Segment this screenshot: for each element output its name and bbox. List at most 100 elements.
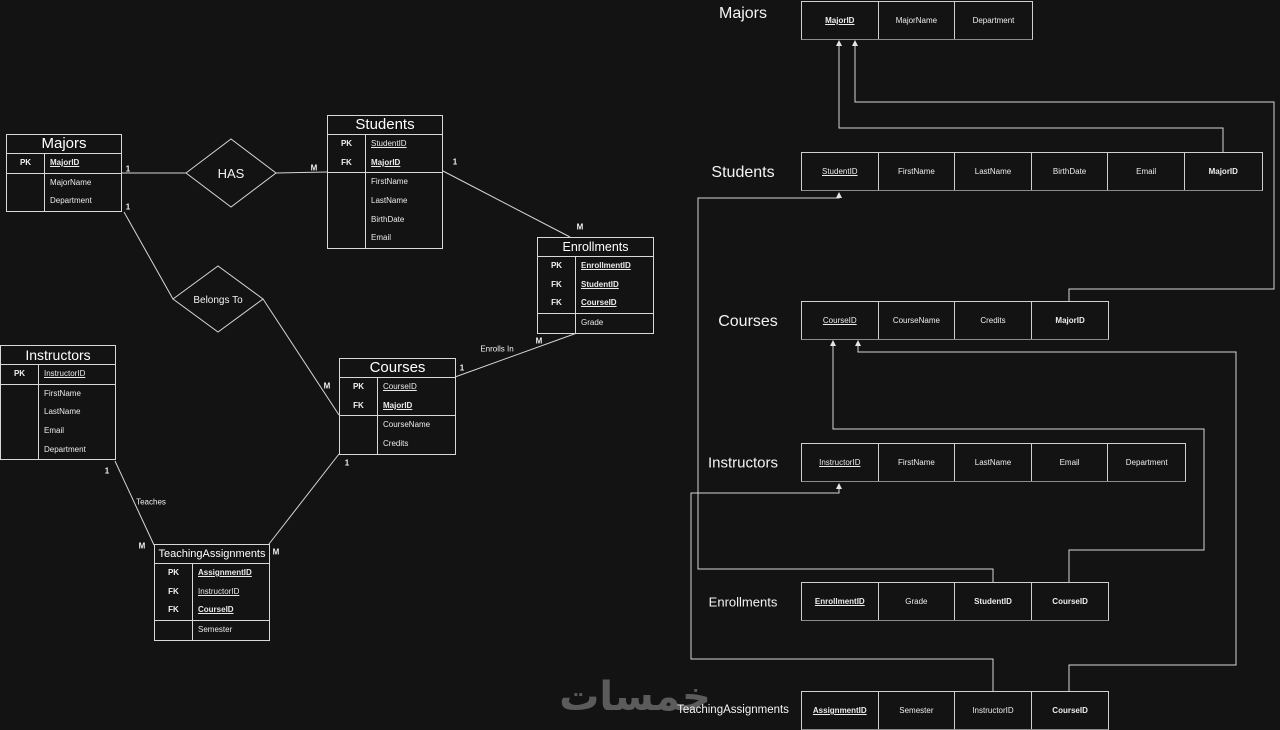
key-row: PK StudentID	[328, 135, 442, 154]
key-row: PK InstructorID	[1, 365, 115, 384]
key-type: FK	[155, 601, 193, 621]
schema-column: StudentID	[802, 153, 879, 190]
schema-column: AssignmentID	[802, 692, 879, 729]
attribute: MajorName	[50, 177, 92, 187]
arrowhead-icon	[836, 192, 842, 198]
schema-column: StudentID	[955, 583, 1032, 620]
schema-column: CourseID	[802, 302, 879, 339]
attribute: BirthDate	[371, 214, 405, 224]
schema-table-label: TeachingAssignments	[677, 704, 789, 716]
schema-column: Credits	[955, 302, 1032, 339]
cardinality-label: 1	[125, 202, 131, 212]
attribute: FirstName	[44, 388, 81, 398]
schema-column: Department	[1125, 458, 1168, 467]
er-line-belongsto-courses	[262, 298, 340, 416]
schema-column: Semester	[879, 692, 956, 729]
arrowhead-icon	[855, 340, 861, 346]
er-line-majors-belongsto	[123, 211, 174, 300]
fk-connector-enrollments-studentid	[697, 195, 994, 582]
schema-column: Grade	[879, 583, 956, 620]
key-row: PK MajorID	[7, 154, 121, 173]
attribute-row: BirthDate	[328, 210, 442, 230]
key-section: PK InstructorID	[1, 365, 115, 384]
key-type: PK	[328, 135, 366, 154]
key-section: PK CourseID FK MajorID	[340, 378, 455, 416]
key-attribute: CourseID	[198, 605, 234, 615]
schema-column: MajorID	[802, 2, 879, 39]
attribute-row: Semester	[155, 621, 269, 640]
er-entity-courses: Courses PK CourseID FK MajorID CourseNam…	[339, 358, 456, 455]
attribute-row: Department	[7, 192, 121, 212]
schema-column: Email	[1108, 153, 1185, 190]
er-line-instructors-teachingassignments	[114, 460, 155, 546]
fk-connector-enrollments-courseid	[832, 343, 1205, 582]
key-row: FK StudentID	[538, 275, 653, 295]
schema-column: CourseName	[879, 302, 956, 339]
entity-title: TeachingAssignments	[155, 545, 269, 564]
cardinality-label: M	[323, 381, 331, 391]
schema-table-label: Majors	[718, 5, 768, 22]
er-entity-instructors: Instructors PK InstructorID FirstName La…	[0, 345, 116, 461]
key-attribute: MajorID	[50, 158, 80, 167]
schema-column: MajorName	[879, 2, 956, 39]
er-line-has-students	[275, 171, 328, 174]
key-row: FK MajorID	[340, 396, 455, 416]
attribute-row: FirstName	[328, 173, 442, 193]
schema-column: LastName	[955, 444, 1032, 481]
relationship-belongs-to-label: Belongs To	[193, 295, 243, 306]
key-type: FK	[155, 582, 193, 602]
key-type: PK	[155, 564, 193, 583]
schema-column: InstructorID	[802, 444, 879, 481]
schema-column: FirstName	[879, 444, 956, 481]
key-attribute: AssignmentID	[198, 568, 252, 577]
arrowhead-icon	[852, 40, 858, 46]
attribute: Email	[371, 233, 392, 243]
key-row: FK MajorID	[328, 153, 442, 173]
key-row: PK AssignmentID	[155, 564, 269, 583]
er-entity-teachingassignments: TeachingAssignments PK AssignmentID FK I…	[154, 544, 270, 641]
schema-column: Department	[972, 16, 1015, 25]
attribute-row: Grade	[538, 314, 653, 333]
arrowhead-icon	[836, 40, 842, 46]
schema-column: Email	[1032, 444, 1109, 481]
attribute-row: Email	[1, 422, 115, 441]
schema-table-label: Instructors	[707, 454, 779, 472]
cardinality-label: M	[535, 336, 543, 346]
er-entity-students: Students PK StudentID FK MajorID FirstNa…	[327, 115, 443, 250]
attribute-section: Grade	[538, 313, 653, 333]
key-type: PK	[538, 257, 576, 276]
arrowhead-icon	[830, 340, 836, 346]
er-line-students-enrollments	[442, 170, 571, 238]
key-row: PK EnrollmentID	[538, 257, 653, 276]
attribute-row: Department	[1, 440, 115, 460]
attribute-section: FirstName LastName Email Department	[1, 383, 115, 460]
entity-title: Enrollments	[538, 238, 653, 257]
key-row: FK CourseID	[538, 294, 653, 314]
key-attribute: InstructorID	[198, 586, 240, 596]
schema-column: MajorID	[1208, 167, 1238, 176]
attribute: Department	[50, 196, 92, 206]
schema-table-enrollments: EnrollmentID Grade StudentID CourseID	[801, 582, 1110, 621]
attribute-row: Credits	[340, 435, 455, 454]
key-attribute: CourseID	[383, 382, 417, 391]
schema-table-teachingassignments: AssignmentID Semester InstructorID Cours…	[801, 691, 1110, 730]
key-attribute: StudentID	[581, 279, 619, 289]
key-section: PK MajorID	[7, 154, 121, 173]
entity-title: Courses	[340, 359, 455, 378]
key-attribute: MajorID	[383, 400, 413, 410]
key-type: FK	[538, 275, 576, 295]
cardinality-label: M	[138, 541, 146, 551]
attribute-section: Semester	[155, 620, 269, 640]
key-attribute: EnrollmentID	[581, 261, 631, 270]
fk-connector-teachingassignments-instructorid	[690, 486, 994, 691]
key-type: PK	[340, 378, 378, 397]
attribute: Semester	[198, 625, 233, 635]
key-row: FK InstructorID	[155, 582, 269, 602]
attribute-row: LastName	[328, 192, 442, 211]
attribute: FirstName	[371, 177, 408, 187]
fk-connector-students-majorid	[838, 42, 1224, 152]
attribute-row: Email	[328, 229, 442, 249]
key-row: PK CourseID	[340, 378, 455, 397]
attribute: Department	[44, 444, 86, 454]
schema-table-label: Students	[711, 164, 775, 181]
